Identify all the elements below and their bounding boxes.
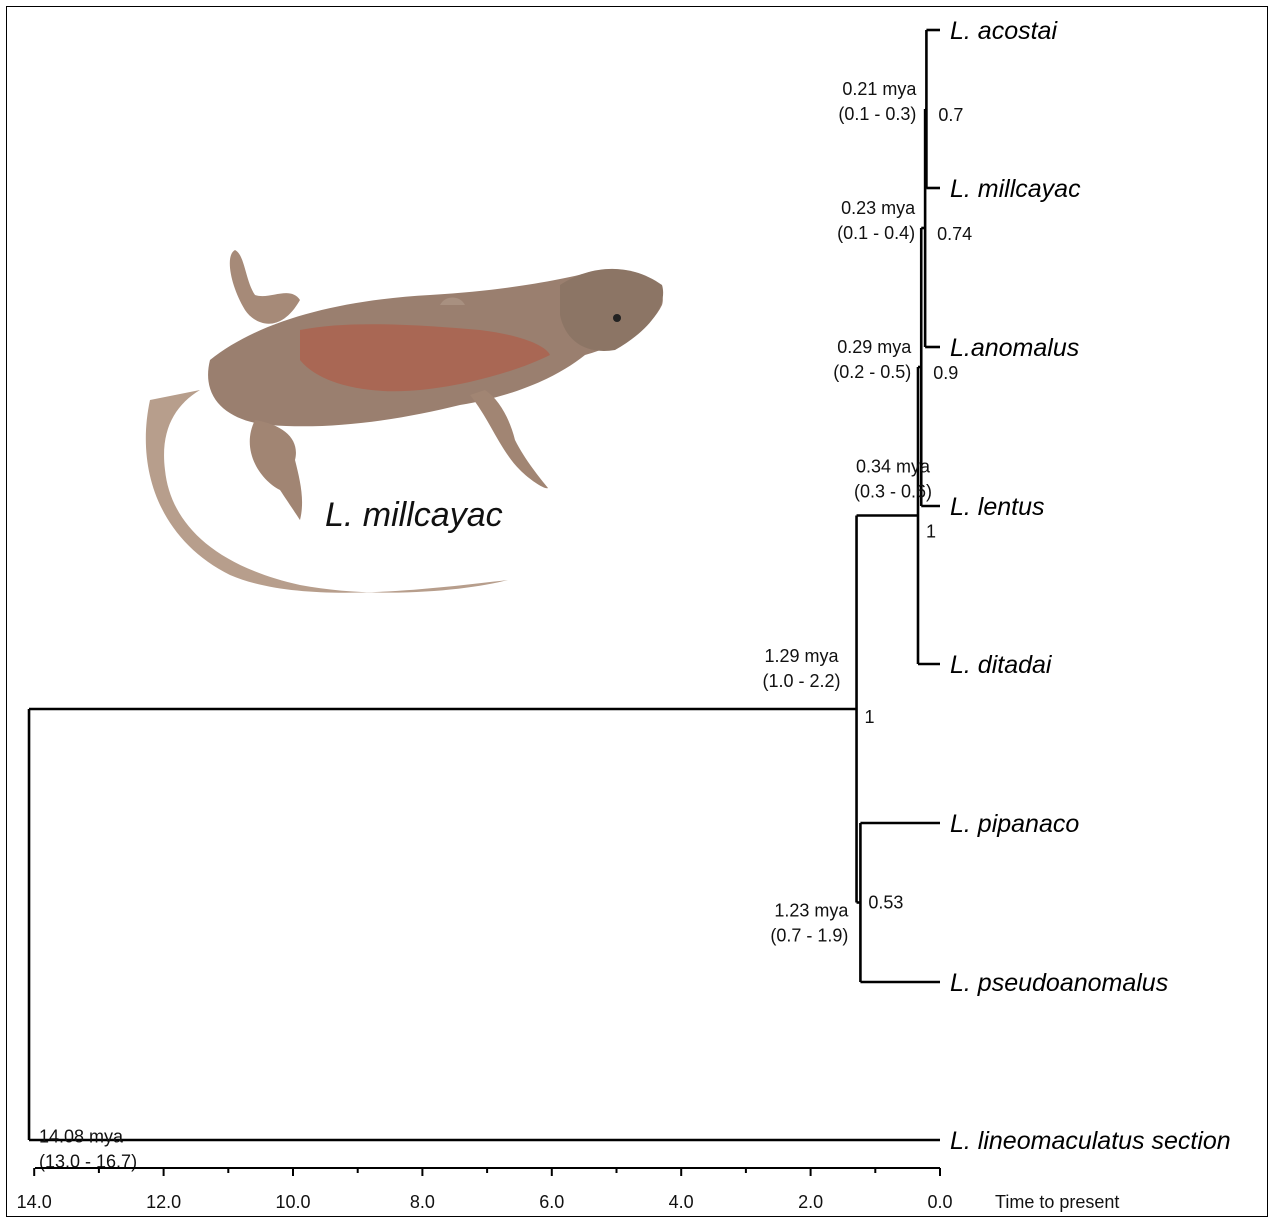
node-age-n6: 1.23 mya [774, 901, 849, 921]
node-age-n2: 0.23 mya [841, 198, 916, 218]
taxon-label-acostai: L. acostai [950, 17, 1058, 45]
axis-tick-label-0: 14.0 [17, 1192, 52, 1212]
node-hpd-n6: (0.7 - 1.9) [770, 926, 848, 946]
taxon-label-anomalus: L.anomalus [950, 334, 1079, 362]
node-hpd-n2: (0.1 - 0.4) [837, 223, 915, 243]
node-support-n2: 0.74 [937, 224, 972, 244]
node-support-n5: 1 [865, 707, 875, 727]
node-hpd-n3: (0.2 - 0.5) [833, 362, 911, 382]
time-axis-title: Time to present [995, 1192, 1119, 1212]
node-support-n6: 0.53 [868, 893, 903, 913]
photo-label: L. millcayac [325, 496, 503, 534]
node-support-n4: 1 [926, 522, 936, 542]
axis-tick-label-7: 0.0 [927, 1192, 952, 1212]
node-hpd-n4: (0.3 - 0.6) [854, 482, 932, 502]
axis-tick-label-4: 6.0 [539, 1192, 564, 1212]
node-support-n1: 0.7 [938, 105, 963, 125]
axis-tick-label-1: 12.0 [146, 1192, 181, 1212]
taxon-label-millcayac: L. millcayac [950, 175, 1081, 203]
node-age-root: 14.08 mya [39, 1127, 124, 1147]
node-age-n3: 0.29 mya [837, 337, 912, 357]
time-axis: Time to present 14.0 12.0 10.0 8.0 6.0 4.0 2.0… [17, 1168, 1120, 1212]
node-age-n1: 0.21 mya [842, 79, 917, 99]
node-hpd-n5: (1.0 - 2.2) [763, 671, 841, 691]
axis-tick-label-3: 8.0 [410, 1192, 435, 1212]
taxon-label-pseudoanomalus: L. pseudoanomalus [950, 969, 1168, 997]
tree-branches [29, 30, 940, 1140]
taxon-label-lineomaculatus: L. lineomaculatus section [950, 1127, 1231, 1155]
axis-tick-label-2: 10.0 [275, 1192, 310, 1212]
taxon-label-lentus: L. lentus [950, 493, 1045, 521]
node-support-n3: 0.9 [933, 363, 958, 383]
node-age-n5: 1.29 mya [765, 646, 840, 666]
taxon-label-pipanaco: L. pipanaco [950, 810, 1079, 838]
taxon-label-ditadai: L. ditadai [950, 651, 1053, 679]
node-hpd-n1: (0.1 - 0.3) [838, 104, 916, 124]
axis-tick-label-6: 2.0 [798, 1192, 823, 1212]
node-age-n4: 0.34 mya [856, 457, 931, 477]
axis-tick-label-5: 4.0 [669, 1192, 694, 1212]
lizard-photo: L. millcayac [146, 250, 663, 593]
tree-labels: L. acostaiL. millcayacL.anomalusL. lentu… [39, 17, 1231, 1172]
